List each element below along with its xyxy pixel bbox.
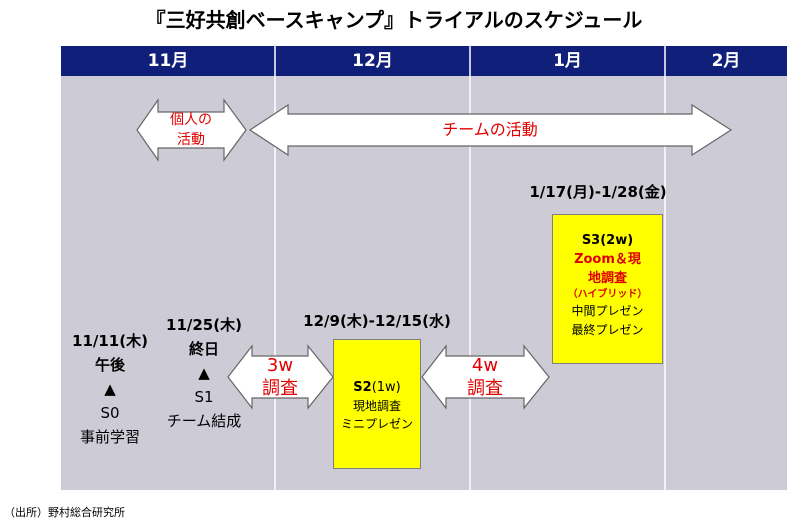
s1-time: 終日 [188,340,219,358]
s3-survey-label: 地調査 [587,271,627,286]
s3-line1: 中間プレゼン [571,304,644,318]
team-activity-arrow [248,103,733,157]
session-s1: 11/25(木) 終日 ▲ S1 チーム結成 [158,313,250,433]
s0-time: 午後 [94,356,125,374]
s2-line2: ミニプレゼン [340,417,413,431]
s3-box: S3(2w) Zoom＆現 地調査 （ハイブリッド） 中間プレゼン 最終プレゼン [552,214,663,364]
month-label-jan: 1月 [553,51,582,71]
s0-marker-icon: ▲ [104,380,116,398]
s3-zoom-label: Zoom＆現 [574,252,641,267]
s2-name: S2 [353,380,372,395]
s1-marker-icon: ▲ [198,364,210,382]
s1-desc: チーム結成 [166,412,242,430]
individual-activity-label: 個人の 活動 [170,112,212,148]
s1-date: 11/25(木) [166,316,242,334]
source-note: （出所）野村総合研究所 [4,506,125,519]
individual-activity-arrow [136,98,247,162]
survey-3w-label: 3w 調査 [262,355,298,399]
s3-date: 1/17(月)-1/28(金) [529,183,667,201]
s3-name: S3(2w) [581,233,634,248]
s2-date: 12/9(木)-12/15(水) [303,312,451,330]
s3-hybrid-label: （ハイブリッド） [567,289,648,300]
month-label-feb: 2月 [711,51,741,71]
s3-line2: 最終プレゼン [571,323,644,337]
page-title: 『三好共創ベースキャンプ』トライアルのスケジュール [145,8,643,32]
month-label-nov: 11月 [147,51,189,71]
s0-desc: 事前学習 [79,428,140,446]
survey-4w-label: 4w 調査 [467,355,503,399]
s2-box: S2(1w) 現地調査 ミニプレゼン [333,339,421,469]
s2-duration: (1w) [371,380,401,395]
s0-date: 11/11(木) [72,332,148,350]
s0-name: S0 [100,404,120,422]
s2-line1: 現地調査 [352,399,401,413]
s1-name: S1 [194,388,214,406]
survey-4w-arrow [421,344,550,410]
month-header-bar [61,46,787,76]
team-activity-label: チームの活動 [442,120,538,139]
month-label-dec: 12月 [352,51,393,71]
session-s0: 11/11(木) 午後 ▲ S0 事前学習 [65,329,155,449]
